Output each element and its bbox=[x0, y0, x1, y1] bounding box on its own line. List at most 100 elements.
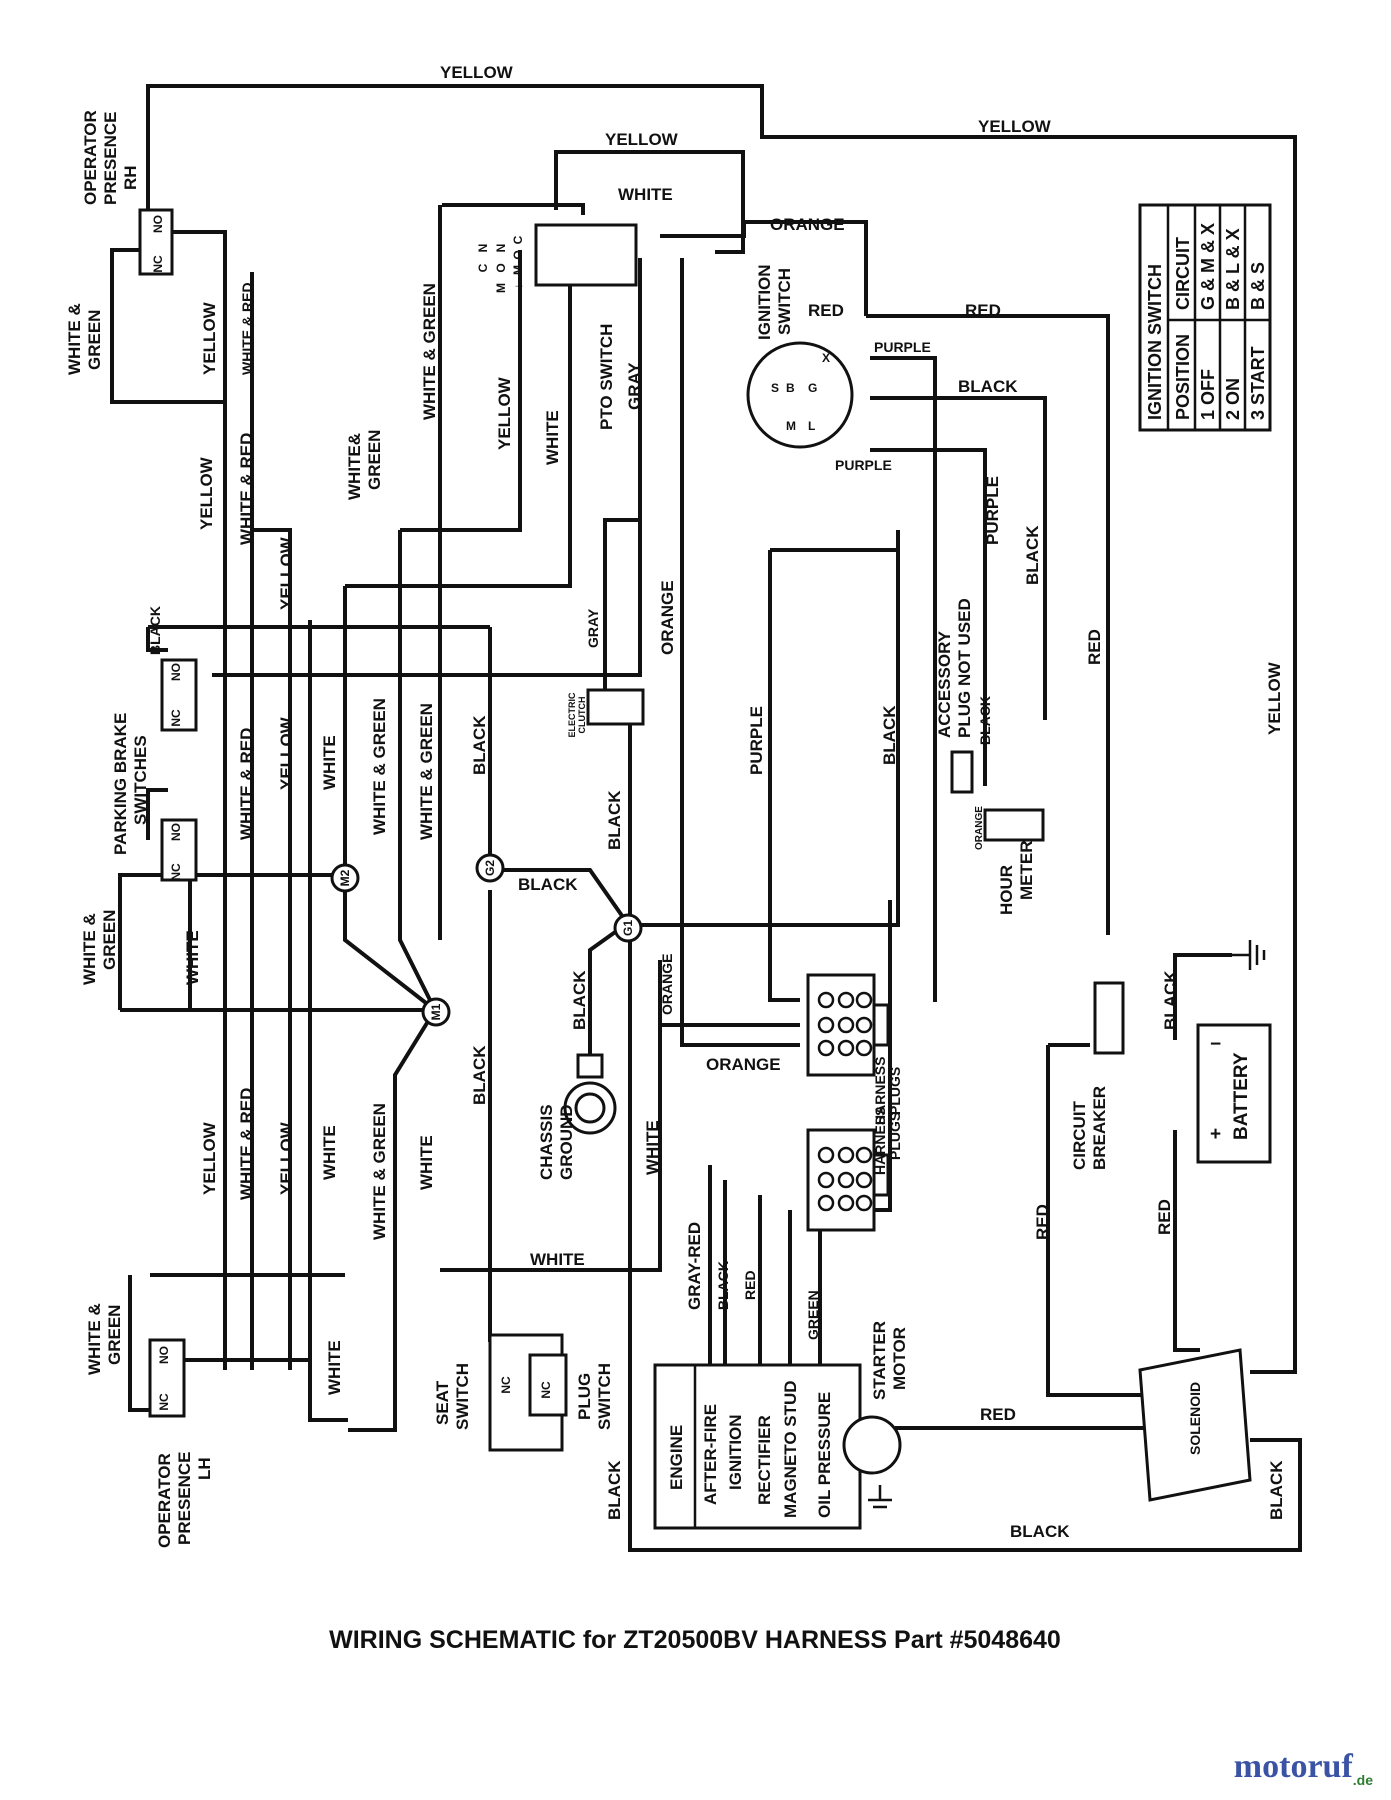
svg-text:B & S: B & S bbox=[1248, 262, 1268, 310]
svg-text:PURPLE: PURPLE bbox=[747, 706, 766, 775]
svg-text:N: N bbox=[494, 244, 508, 253]
svg-text:BLACK: BLACK bbox=[570, 970, 589, 1030]
hour-meter: HOUR METER bbox=[983, 808, 1045, 915]
svg-text:YELLOW: YELLOW bbox=[200, 301, 219, 375]
wire-gray bbox=[603, 258, 642, 690]
svg-text:B: B bbox=[786, 381, 795, 395]
svg-text:O: O bbox=[494, 263, 508, 272]
svg-text:BLACK: BLACK bbox=[147, 606, 163, 655]
svg-text:POSITION: POSITION bbox=[1173, 334, 1193, 420]
svg-text:WHITE & GREEN: WHITE & GREEN bbox=[417, 703, 436, 840]
ground-icon bbox=[1232, 940, 1266, 970]
wires bbox=[110, 84, 1302, 1552]
svg-text:STARTER: STARTER bbox=[870, 1321, 889, 1400]
wire-white-seat bbox=[488, 1270, 555, 1342]
svg-text:HARNESS: HARNESS bbox=[872, 1107, 888, 1175]
wire-purple-v bbox=[768, 550, 800, 1002]
wire-purple bbox=[870, 356, 937, 1002]
svg-text:YELLOW: YELLOW bbox=[277, 1121, 296, 1195]
svg-text:N: N bbox=[476, 244, 490, 253]
svg-text:BLACK: BLACK bbox=[1161, 970, 1180, 1030]
wire-pb-left bbox=[118, 873, 150, 1010]
svg-text:MAGNETO STUD: MAGNETO STUD bbox=[781, 1380, 800, 1518]
svg-text:OIL PRESSURE: OIL PRESSURE bbox=[815, 1392, 834, 1518]
svg-text:CIRCUIT: CIRCUIT bbox=[1173, 237, 1193, 310]
svg-text:WHITE & GREEN: WHITE & GREEN bbox=[420, 283, 439, 420]
svg-text:WHITE: WHITE bbox=[643, 1120, 662, 1175]
watermark-brand: motoruf bbox=[1233, 1748, 1353, 1786]
svg-text:BLACK: BLACK bbox=[1023, 525, 1042, 585]
svg-text:PRESENCE: PRESENCE bbox=[101, 111, 120, 205]
ignition-switch: S B G X M L IGNITION SWITCH bbox=[746, 264, 854, 449]
svg-text:PURPLE: PURPLE bbox=[983, 476, 1002, 545]
svg-text:BLACK: BLACK bbox=[880, 705, 899, 765]
svg-text:SWITCHES: SWITCHES bbox=[131, 735, 150, 825]
svg-text:BLACK: BLACK bbox=[1267, 1460, 1286, 1520]
svg-text:PURPLE: PURPLE bbox=[874, 339, 931, 355]
svg-text:NC: NC bbox=[169, 863, 183, 881]
svg-text:WHITE &: WHITE & bbox=[65, 303, 84, 375]
bus-530 bbox=[400, 250, 522, 532]
svg-text:NC: NC bbox=[151, 255, 165, 273]
wire-g1-bus bbox=[640, 530, 900, 927]
svg-text:YELLOW: YELLOW bbox=[978, 117, 1052, 136]
svg-text:HOUR: HOUR bbox=[997, 865, 1016, 915]
svg-text:GRAY: GRAY bbox=[625, 362, 644, 410]
svg-text:BLACK: BLACK bbox=[470, 715, 489, 775]
svg-text:PLUG NOT USED: PLUG NOT USED bbox=[955, 598, 974, 738]
diagram-title: WIRING SCHEMATIC for ZT20500BV HARNESS P… bbox=[329, 1626, 1061, 1654]
svg-text:IGNITION: IGNITION bbox=[726, 1414, 745, 1490]
svg-text:BLACK: BLACK bbox=[470, 1045, 489, 1105]
bus-586 bbox=[345, 258, 572, 588]
svg-text:BLACK: BLACK bbox=[518, 875, 578, 894]
svg-text:GREEN: GREEN bbox=[105, 1305, 124, 1365]
svg-text:L: L bbox=[808, 419, 815, 433]
svg-text:BATTERY: BATTERY bbox=[1231, 1052, 1252, 1140]
svg-text:YELLOW: YELLOW bbox=[1265, 661, 1284, 735]
svg-text:NC: NC bbox=[157, 1393, 171, 1411]
svg-text:HARNESS: HARNESS bbox=[872, 1057, 888, 1125]
svg-text:GROUND: GROUND bbox=[557, 1104, 576, 1180]
svg-text:RED: RED bbox=[965, 301, 1001, 320]
svg-text:YELLOW: YELLOW bbox=[605, 130, 679, 149]
svg-text:M: M bbox=[511, 265, 525, 275]
watermark: motoruf.de bbox=[1234, 1748, 1373, 1788]
wire-black-left-bottom bbox=[628, 925, 1250, 1552]
svg-text:G: G bbox=[808, 381, 817, 395]
splice-nodes: M1 M2 G1 G2 bbox=[330, 853, 643, 1027]
wire-white-green-2 bbox=[398, 530, 437, 1011]
wire-orange-main bbox=[680, 258, 800, 1047]
wire-white-bus bbox=[440, 960, 662, 1272]
wire-yellow-pto bbox=[554, 150, 745, 254]
svg-text:YELLOW: YELLOW bbox=[197, 456, 216, 530]
svg-text:WHITE: WHITE bbox=[325, 1340, 344, 1395]
circuit-breaker: CIRCUIT BREAKER bbox=[1070, 981, 1125, 1170]
svg-text:ORANGE: ORANGE bbox=[974, 806, 985, 850]
ignition-table: IGNITION SWITCH POSITION CIRCUIT 1 OFF G… bbox=[1138, 203, 1272, 432]
parking-brake-switches: NO NC NO NC PARKING BRAKE SWITCHES bbox=[111, 658, 198, 882]
svg-text:NO: NO bbox=[157, 1346, 171, 1364]
chassis-ground: CHASSIS GROUND bbox=[537, 1053, 617, 1180]
node-m2 bbox=[330, 863, 360, 893]
svg-text:O: O bbox=[511, 250, 525, 259]
svg-text:AFTER-FIRE: AFTER-FIRE bbox=[701, 1404, 720, 1505]
wire-pb-top bbox=[146, 627, 168, 652]
svg-text:ORANGE: ORANGE bbox=[706, 1055, 781, 1074]
svg-text:G2: G2 bbox=[483, 860, 497, 876]
svg-text:CIRCUIT: CIRCUIT bbox=[1070, 1100, 1089, 1170]
svg-text:SWITCH: SWITCH bbox=[453, 1363, 472, 1430]
wire-yellow-2 bbox=[252, 528, 292, 1370]
svg-text:NO: NO bbox=[169, 823, 183, 841]
svg-text:G & M & X: G & M & X bbox=[1198, 223, 1218, 310]
svg-text:RED: RED bbox=[980, 1405, 1016, 1424]
svg-text:WHITE: WHITE bbox=[618, 185, 673, 204]
svg-text:ACCESSORY: ACCESSORY bbox=[935, 630, 954, 738]
wire-red-battery bbox=[1173, 1130, 1200, 1352]
svg-text:MOTOR: MOTOR bbox=[890, 1327, 909, 1390]
svg-text:M2: M2 bbox=[338, 869, 352, 886]
svg-text:GREEN: GREEN bbox=[100, 910, 119, 970]
wire-white-pto bbox=[442, 203, 585, 215]
wire-black-battery bbox=[1173, 953, 1232, 1040]
battery-positive: + bbox=[1210, 1124, 1221, 1145]
